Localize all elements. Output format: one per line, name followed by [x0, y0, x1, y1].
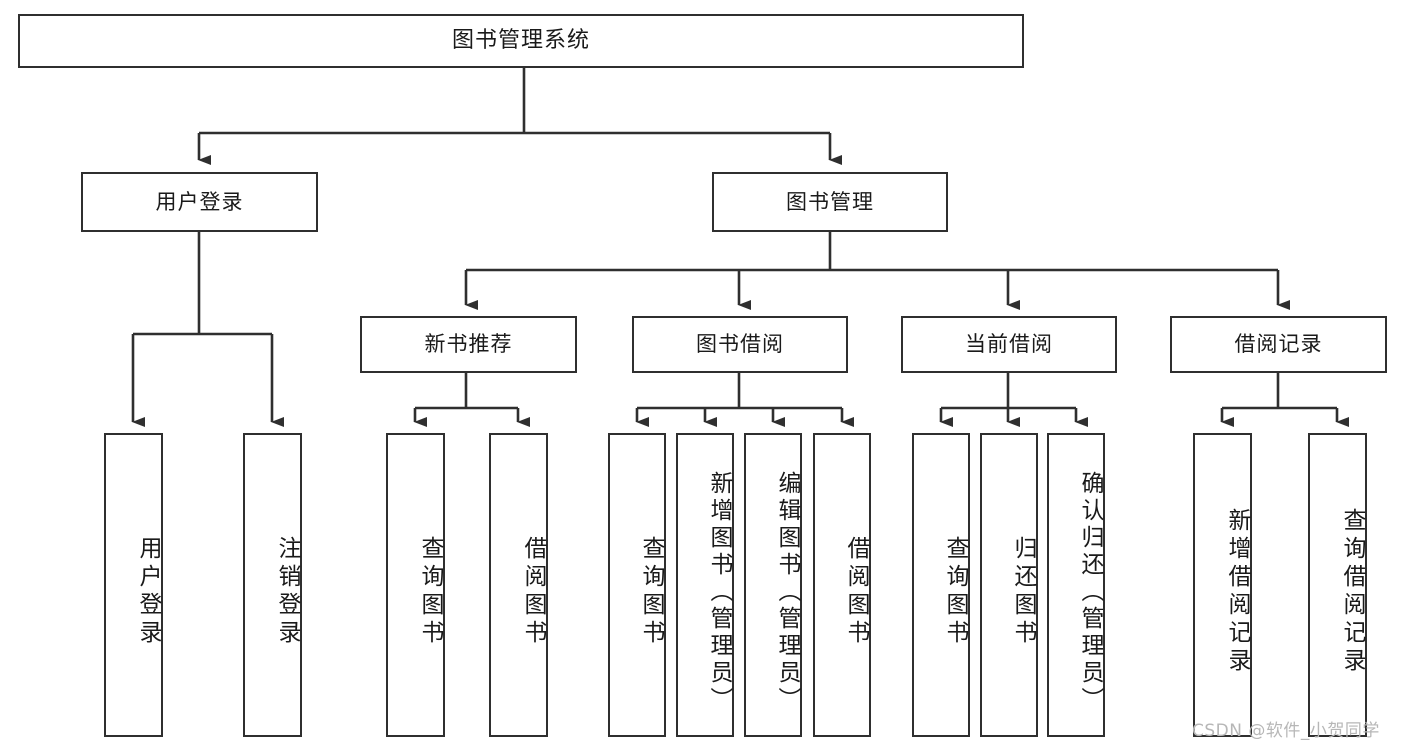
node-new-book-recommend[interactable]: 新书推荐 — [360, 316, 577, 373]
node-current-borrow[interactable]: 当前借阅 — [901, 316, 1117, 373]
node-leaf-query-book-2[interactable]: 查询图书 — [608, 433, 666, 737]
node-leaf-query-book-3[interactable]: 查询图书 — [912, 433, 970, 737]
node-user-login[interactable]: 用户登录 — [81, 172, 318, 232]
node-label: 查询借阅记录 — [1339, 508, 1365, 676]
node-label: 新增借阅记录 — [1224, 508, 1250, 676]
node-leaf-logout-login[interactable]: 注销登录 — [243, 433, 302, 737]
node-label: 查询图书 — [942, 536, 968, 648]
node-leaf-query-record[interactable]: 查询借阅记录 — [1308, 433, 1367, 737]
node-label: 用户登录 — [135, 536, 161, 648]
node-root-system[interactable]: 图书管理系统 — [18, 14, 1024, 68]
node-label: 确认归还（管理员） — [1077, 470, 1103, 714]
node-label: 新书推荐 — [424, 332, 513, 357]
node-leaf-borrow-book-1[interactable]: 借阅图书 — [489, 433, 548, 737]
node-leaf-edit-book[interactable]: 编辑图书（管理员） — [744, 433, 802, 737]
node-label: 编辑图书（管理员） — [774, 470, 800, 714]
node-label: 图书借阅 — [696, 332, 784, 357]
node-label: 图书管理系统 — [451, 28, 590, 54]
node-leaf-user-login[interactable]: 用户登录 — [104, 433, 163, 737]
node-leaf-confirm-return[interactable]: 确认归还（管理员） — [1047, 433, 1105, 737]
node-book-manage[interactable]: 图书管理 — [712, 172, 948, 232]
node-leaf-return-book[interactable]: 归还图书 — [980, 433, 1038, 737]
node-label: 查询图书 — [417, 536, 443, 648]
node-label: 新增图书（管理员） — [706, 470, 732, 714]
node-label: 借阅图书 — [843, 536, 869, 648]
node-label: 借阅图书 — [520, 536, 546, 648]
node-borrow-record[interactable]: 借阅记录 — [1170, 316, 1387, 373]
node-label: 当前借阅 — [965, 332, 1053, 357]
node-label: 图书管理 — [786, 189, 874, 214]
node-label: 借阅记录 — [1234, 332, 1323, 357]
csdn-watermark: CSDN @软件_小贺同学 — [1192, 721, 1380, 741]
node-leaf-add-book[interactable]: 新增图书（管理员） — [676, 433, 734, 737]
node-leaf-borrow-book-2[interactable]: 借阅图书 — [813, 433, 871, 737]
node-leaf-query-book-1[interactable]: 查询图书 — [386, 433, 445, 737]
node-label: 注销登录 — [274, 536, 300, 648]
node-book-borrow[interactable]: 图书借阅 — [632, 316, 848, 373]
node-label: 归还图书 — [1010, 536, 1036, 648]
node-label: 用户登录 — [155, 189, 244, 214]
node-leaf-add-record[interactable]: 新增借阅记录 — [1193, 433, 1252, 737]
node-label: 查询图书 — [638, 536, 664, 648]
